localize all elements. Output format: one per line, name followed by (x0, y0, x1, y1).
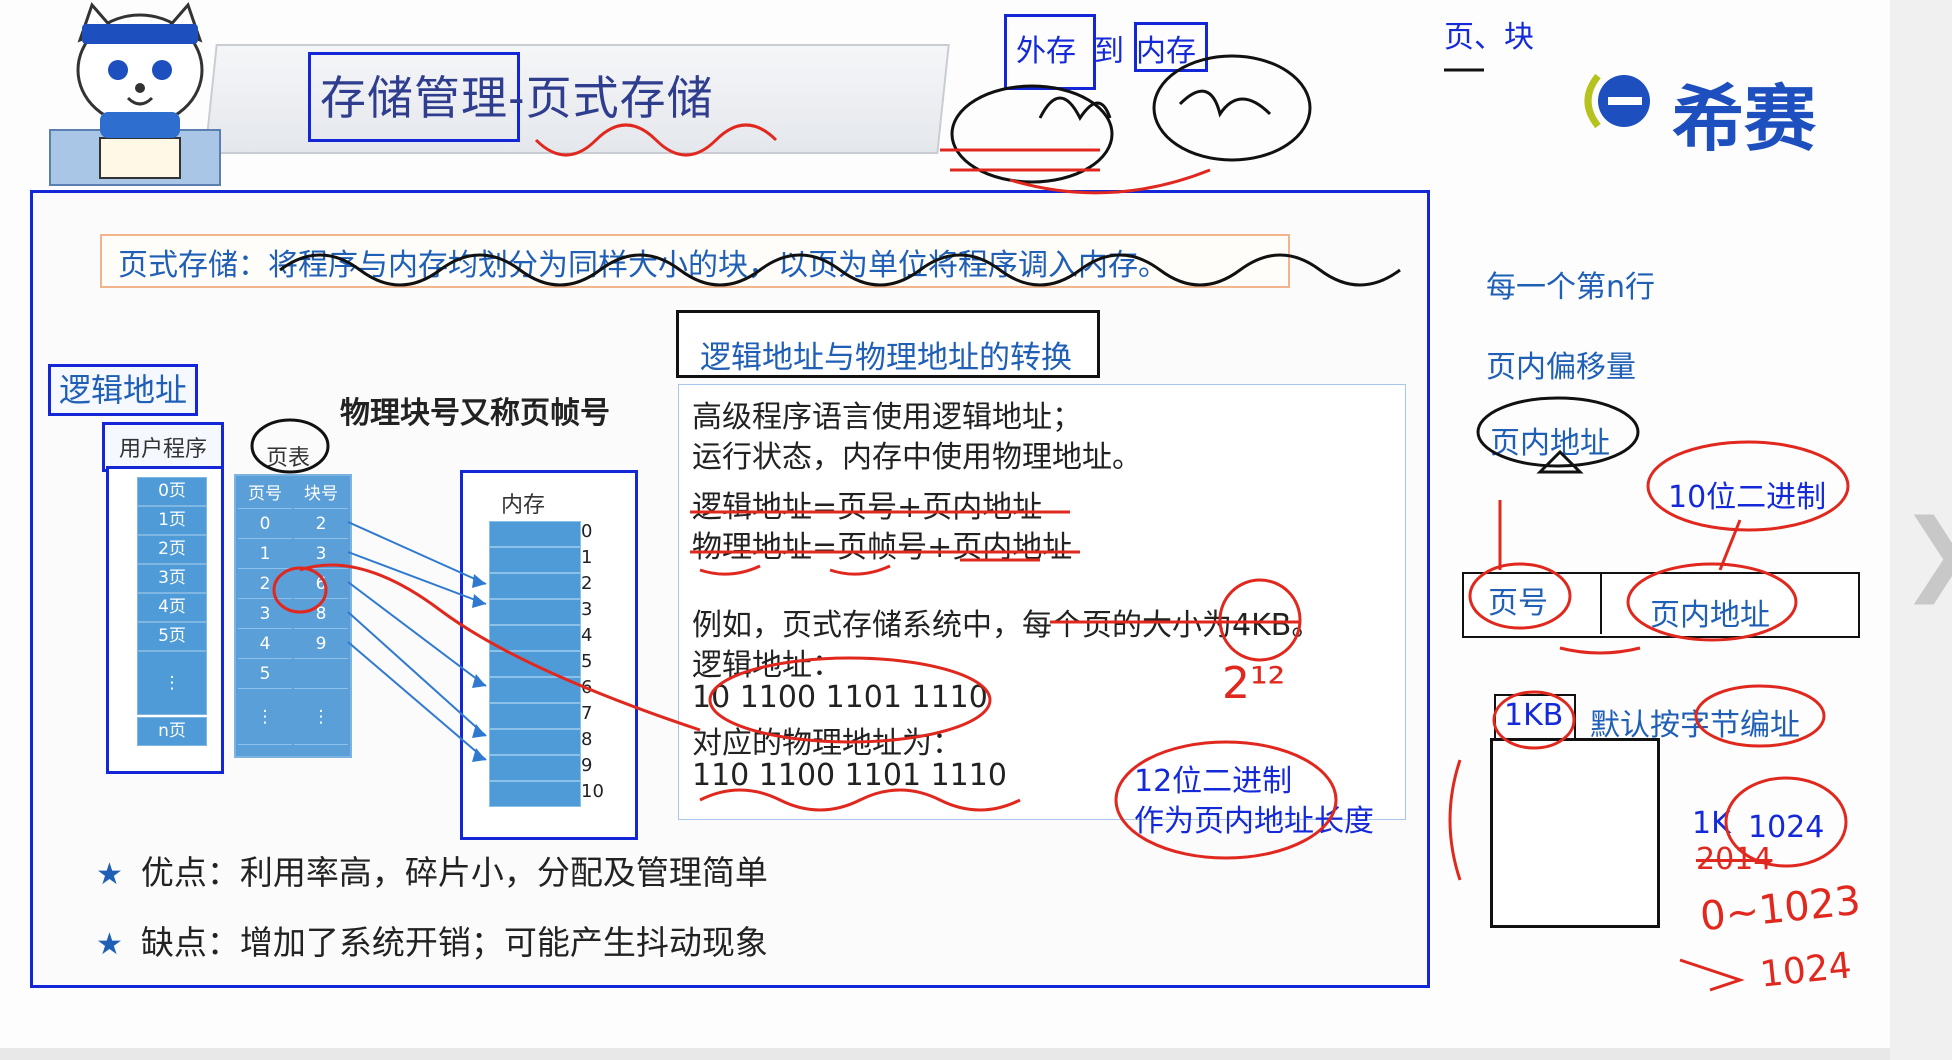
pt-page-no: ⋮ (238, 690, 292, 745)
memory-block (489, 729, 581, 755)
memory-label: 内存 (1136, 34, 1196, 69)
to-label: 到 (1094, 34, 1124, 69)
pt-block-no: 9 (294, 630, 348, 659)
conversion-title-box (676, 310, 1100, 378)
pt-page-no: 0 (238, 510, 292, 539)
memory-block (489, 677, 581, 703)
ext-storage-label: 外存 (1016, 34, 1076, 69)
page-cell: n页 (137, 717, 207, 746)
kb-block-box (1490, 738, 1660, 928)
kb-label: 1KB (1504, 698, 1564, 733)
memory-block (489, 703, 581, 729)
twelve-bits-note: 12位二进制 (1134, 764, 1293, 799)
address-structure-divider (1600, 572, 1602, 634)
offset-note: 页内偏移量 (1486, 350, 1636, 385)
conversion-line: 高级程序语言使用逻辑地址； (692, 400, 1082, 435)
red-ink (272, 123, 1850, 992)
bottom-bar (0, 1048, 1890, 1060)
page-table-title: 页表 (266, 446, 311, 471)
pt-block-no: 3 (294, 540, 348, 569)
memory-block (489, 521, 581, 547)
struck-number: 2014 (1696, 842, 1773, 877)
ten-bits-note: 10位二进制 (1668, 480, 1827, 515)
memory-box (1134, 22, 1208, 72)
pros-line: ★ 优点：利用率高，碎片小，分配及管理简单 (96, 846, 768, 894)
memory-block-number: 1 (581, 547, 593, 568)
memory-block-number: 9 (581, 755, 593, 776)
memory-block-number: 4 (581, 625, 593, 646)
conversion-line: 例如，页式存储系统中，每个页的大小为4KB。 (692, 608, 1322, 643)
pt-page-no: 2 (238, 570, 292, 599)
pros-text: 优点：利用率高，碎片小，分配及管理简单 (140, 853, 768, 892)
cons-text: 缺点：增加了系统开销；可能产生抖动现象 (140, 923, 768, 962)
page-cell: 3页 (137, 564, 207, 593)
conversion-line: 对应的物理地址为： (692, 726, 962, 761)
conversion-title: 逻辑地址与物理地址的转换 (700, 340, 1072, 376)
pt-page-no: 3 (238, 600, 292, 629)
memory-block (489, 547, 581, 573)
logical-address-label: 逻辑地址 (48, 364, 198, 416)
memory-block (489, 599, 581, 625)
memory-block (489, 625, 581, 651)
star-icon: ★ (96, 927, 123, 962)
page-cell: 5页 (137, 622, 207, 651)
page-cell: ⋮ (137, 651, 207, 715)
memory-column: 内存 0 1 2 3 4 5 6 7 8 9 10 (460, 470, 638, 840)
memory-block (489, 573, 581, 599)
mascot-cat-icon (49, 2, 221, 186)
page-cell: 0页 (137, 477, 207, 506)
title-highlight-box (308, 52, 520, 142)
memory-block (489, 781, 581, 807)
pt-page-no: 1 (238, 540, 292, 569)
line-n-note: 每一个第n行 (1486, 270, 1656, 305)
conversion-panel (678, 384, 1406, 820)
conversion-line: 运行状态，内存中使用物理地址。 (692, 440, 1142, 475)
page-title: 存储管理-页式存储 (320, 71, 714, 125)
page-cell: 2页 (137, 535, 207, 564)
one-k-note: 1K (1692, 806, 1731, 841)
page-block-label: 页、块 (1444, 20, 1534, 55)
memory-block-number: 0 (581, 521, 593, 542)
conversion-line: 逻辑地址=页号+页内地址 (692, 490, 1043, 525)
pt-page-no: 5 (238, 660, 292, 689)
memory-block-number: 8 (581, 729, 593, 750)
struct-page-no: 页号 (1488, 586, 1548, 621)
memory-title: 内存 (501, 493, 546, 518)
physical-block-note: 物理块号又称页帧号 (340, 396, 610, 431)
brand-logo-icon (1584, 73, 1650, 129)
memory-block-number: 5 (581, 651, 593, 672)
memory-block-number: 2 (581, 573, 593, 594)
logical-address-value: 10 1100 1101 1110 (692, 680, 988, 715)
arrowheads (472, 574, 486, 762)
page-cell: 1页 (137, 506, 207, 535)
physical-address-value: 110 1100 1101 1110 (692, 758, 1007, 793)
pt-block-no: 8 (294, 600, 348, 629)
struct-inner-address: 页内地址 (1650, 598, 1770, 633)
brand-logo-text: 希赛 (1672, 77, 1817, 161)
page-table-header: 块号 (294, 480, 348, 509)
user-program-pages: 0页 1页 2页 3页 4页 5页 ⋮ n页 (106, 466, 224, 774)
cons-line: ★ 缺点：增加了系统开销；可能产生抖动现象 (96, 916, 768, 964)
right-scroll-area (1890, 0, 1952, 1060)
mapping-arrows (347, 521, 487, 761)
next-slide-chevron-icon[interactable]: ❯ (1900, 500, 1952, 605)
pt-block-no: 6 (294, 570, 348, 599)
page-table: 页号 块号 0 2 1 3 2 6 3 8 4 9 5 ⋮ ⋮ (234, 474, 352, 758)
inner-address-note: 页内地址 (1490, 426, 1610, 461)
two-pow-12-note: 2¹² (1222, 658, 1286, 709)
black-ink (250, 54, 1640, 474)
pt-block-no: 2 (294, 510, 348, 539)
pt-block-no: ⋮ (294, 690, 348, 745)
memory-block (489, 755, 581, 781)
memory-block-number: 3 (581, 599, 593, 620)
memory-block-number: 7 (581, 703, 593, 724)
pt-page-no: 4 (238, 630, 292, 659)
k1024-note: 1024 (1748, 810, 1825, 845)
memory-block-number: 10 (581, 781, 604, 802)
page-cell: 4页 (137, 593, 207, 622)
star-icon: ★ (96, 857, 123, 892)
page-table-header: 页号 (238, 480, 292, 509)
pt-block-no (294, 660, 348, 689)
